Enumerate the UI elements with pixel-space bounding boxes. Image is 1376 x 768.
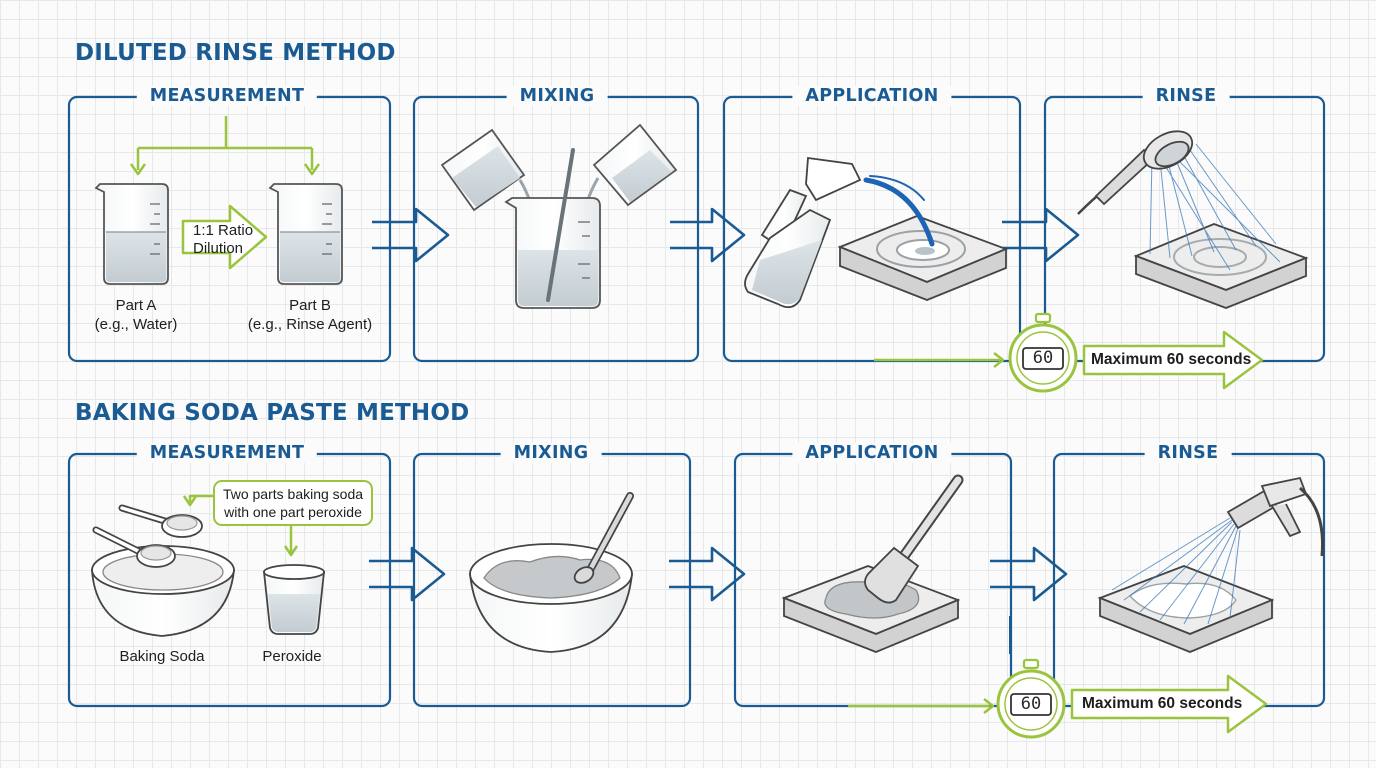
flow-arrow-icon xyxy=(670,207,746,263)
flow-arrow-icon xyxy=(369,546,446,602)
ratio-label: 1:1 Ratio xyxy=(193,222,254,239)
hose-nozzle-icon xyxy=(1226,476,1325,557)
mixing-bowl-icon xyxy=(468,543,634,653)
dilution-label: Dilution xyxy=(193,240,244,257)
flow-arrow-icon xyxy=(372,207,450,263)
step-title-application: APPLICATION xyxy=(792,86,952,106)
flow-arrows xyxy=(369,207,1080,602)
timer-connector-lines xyxy=(1009,616,1055,654)
ratio-note: Two parts baking soda with one part pero… xyxy=(213,480,373,526)
timer-connector-lines xyxy=(1019,262,1046,300)
timer-label: Maximum 60 seconds xyxy=(1082,695,1243,712)
beaker-icon xyxy=(268,183,343,285)
flow-arrow-icon xyxy=(1002,207,1080,263)
shower-head-icon xyxy=(1077,130,1194,215)
baking-soda-label: Baking Soda xyxy=(119,648,205,665)
beaker-icon xyxy=(504,197,601,309)
spatula-icon xyxy=(864,474,964,604)
timer-display: 60 xyxy=(1032,348,1054,368)
surface-tile-icon xyxy=(837,215,1009,301)
spoon-icon xyxy=(573,492,634,584)
part-a-example: (e.g., Water) xyxy=(94,316,178,333)
flow-arrow-icon xyxy=(669,546,746,602)
green-timeline-arrow xyxy=(848,698,995,714)
step-title-mixing: MIXING xyxy=(506,86,608,106)
ratio-arrow-icon xyxy=(181,204,268,270)
spray-stream-icon xyxy=(863,175,935,247)
mixing-bowl-icon xyxy=(91,545,235,637)
spray-bottle-icon xyxy=(744,156,862,309)
stopwatch-icon xyxy=(1008,312,1078,393)
part-a-label: Part A xyxy=(115,297,157,314)
duration-arrow-icon xyxy=(1082,330,1264,390)
part-b-label: Part B xyxy=(289,297,331,314)
cup-icon xyxy=(262,564,326,635)
step-title-measurement: MEASUREMENT xyxy=(136,443,318,463)
ratio-note-line-2: with one part peroxide xyxy=(224,504,362,520)
surface-tile-icon xyxy=(1097,565,1275,653)
stir-rod-icon xyxy=(546,148,575,302)
split-arrow-icon xyxy=(129,116,321,176)
measuring-spoon-icon xyxy=(92,526,176,568)
timer-label: Maximum 60 seconds xyxy=(1091,351,1252,368)
method-title-baking-soda-paste: BAKING SODA PASTE METHOD xyxy=(75,400,470,426)
green-timeline-arrow xyxy=(874,352,1005,368)
peroxide-label: Peroxide xyxy=(262,648,322,665)
stopwatch-icon xyxy=(996,658,1066,739)
part-b-example: (e.g., Rinse Agent) xyxy=(247,316,373,333)
timer-display: 60 xyxy=(1020,694,1042,714)
step-title-mixing: MIXING xyxy=(500,443,602,463)
beaker-icon xyxy=(94,183,169,285)
note-pointer-icon xyxy=(182,494,299,557)
method-title-diluted-rinse: DILUTED RINSE METHOD xyxy=(75,40,396,66)
duration-arrow-icon xyxy=(1070,674,1268,734)
ratio-note-line-1: Two parts baking soda xyxy=(222,486,364,502)
step-title-rinse: RINSE xyxy=(1144,443,1232,463)
step-title-application: APPLICATION xyxy=(792,443,952,463)
water-spray-icon xyxy=(1149,143,1281,271)
water-spray-icon xyxy=(1111,517,1241,625)
pouring-cups-icon xyxy=(440,123,678,231)
flow-arrow-icon xyxy=(990,546,1068,602)
measuring-spoon-icon xyxy=(118,504,203,538)
step-title-measurement: MEASUREMENT xyxy=(136,86,318,106)
surface-tile-icon xyxy=(1133,223,1309,309)
step-title-rinse: RINSE xyxy=(1142,86,1230,106)
